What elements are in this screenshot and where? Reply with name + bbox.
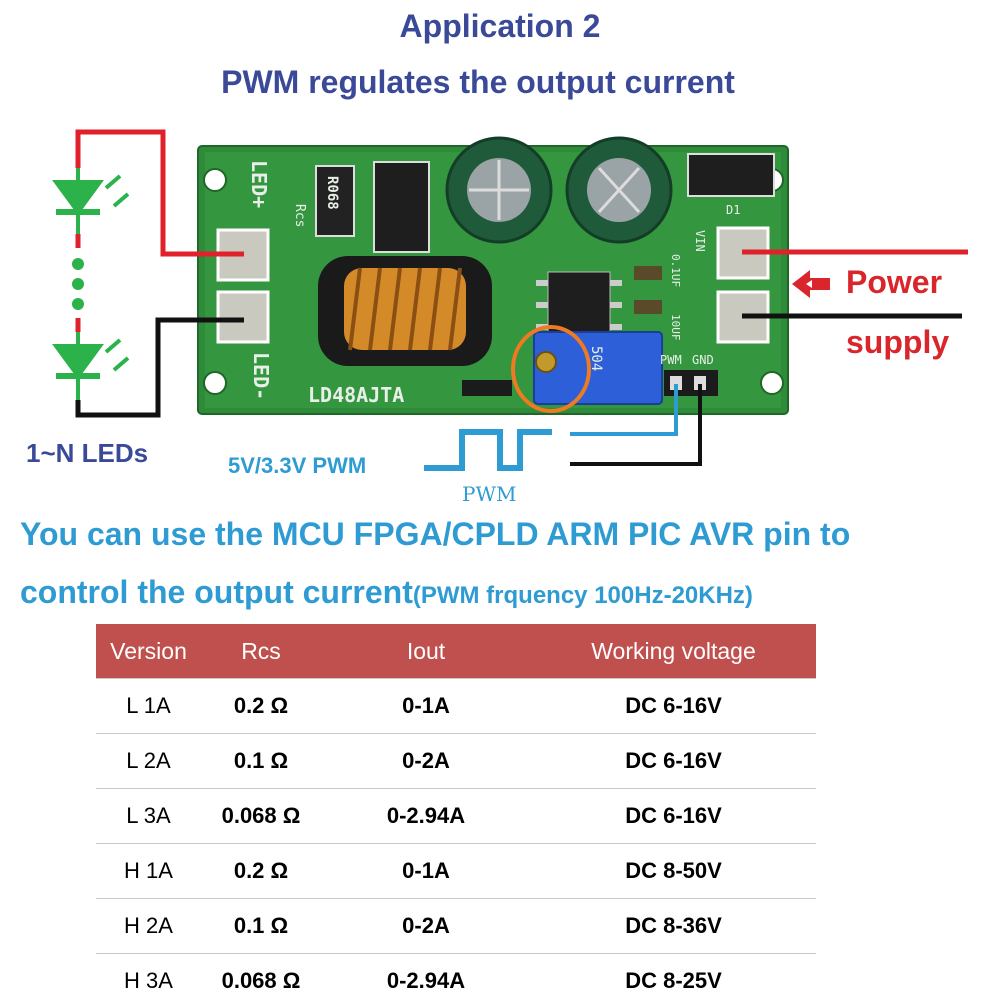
description-line-2-frequency: (PWM frquency 100Hz-20KHz) <box>413 582 753 609</box>
header-version: Version <box>96 624 201 679</box>
cell-iout: 0-2.94A <box>321 789 531 844</box>
board-vin-label: VIN <box>693 230 707 252</box>
table-row: H 1A 0.2 Ω 0-1A DC 8-50V <box>96 844 816 899</box>
power-arrow-icon <box>792 270 830 298</box>
pwm-wave-label: PWM <box>462 482 517 506</box>
cell-version: H 1A <box>96 844 201 899</box>
cell-iout: 0-1A <box>321 844 531 899</box>
cell-rcs: 0.1 Ω <box>201 899 321 954</box>
cell-voltage: DC 6-16V <box>531 789 816 844</box>
cell-version: L 3A <box>96 789 201 844</box>
cell-iout: 0-2A <box>321 899 531 954</box>
board-led-plus-label: LED+ <box>247 160 271 208</box>
board-model-label: LD48AJTA <box>308 383 404 407</box>
cell-voltage: DC 8-50V <box>531 844 816 899</box>
cell-voltage: DC 8-36V <box>531 899 816 954</box>
title-pwm-regulates: PWM regulates the output current <box>0 64 956 101</box>
led-chain-dots <box>72 258 84 310</box>
board-led-minus-label: LED- <box>249 352 273 400</box>
spec-table: Version Rcs Iout Working voltage L 1A 0.… <box>96 624 816 1008</box>
supply-label: supply <box>846 324 949 361</box>
cell-rcs: 0.2 Ω <box>201 679 321 734</box>
board-r068-label: R068 <box>324 176 340 210</box>
led-symbol-bottom <box>56 332 128 400</box>
cell-iout: 0-1A <box>321 679 531 734</box>
leds-label: 1~N LEDs <box>26 438 148 469</box>
cell-voltage: DC 6-16V <box>531 734 816 789</box>
cell-rcs: 0.068 Ω <box>201 789 321 844</box>
table-header-row: Version Rcs Iout Working voltage <box>96 624 816 679</box>
pwm-voltage-label: 5V/3.3V PWM <box>228 453 366 479</box>
table-row: H 2A 0.1 Ω 0-2A DC 8-36V <box>96 899 816 954</box>
board-d1-label: D1 <box>726 203 740 217</box>
table-row: L 2A 0.1 Ω 0-2A DC 6-16V <box>96 734 816 789</box>
board-cap1-label: 0.1UF <box>669 254 682 287</box>
table-row: L 3A 0.068 Ω 0-2.94A DC 6-16V <box>96 789 816 844</box>
led-symbol-top <box>56 168 128 234</box>
title-application: Application 2 <box>0 8 1000 45</box>
cell-version: L 1A <box>96 679 201 734</box>
cell-voltage: DC 6-16V <box>531 679 816 734</box>
cell-version: L 2A <box>96 734 201 789</box>
cell-rcs: 0.1 Ω <box>201 734 321 789</box>
header-working-voltage: Working voltage <box>531 624 816 679</box>
cell-rcs: 0.2 Ω <box>201 844 321 899</box>
cell-iout: 0-2A <box>321 734 531 789</box>
description-line-2-main: control the output current <box>20 574 413 610</box>
board-cap2-label: 10UF <box>669 314 682 341</box>
board-rcs-label: Rcs <box>292 204 307 227</box>
pwm-waveform <box>424 432 552 468</box>
table-row: L 1A 0.2 Ω 0-1A DC 6-16V <box>96 679 816 734</box>
header-iout: Iout <box>321 624 531 679</box>
header-rcs: Rcs <box>201 624 321 679</box>
power-label: Power <box>846 264 942 301</box>
board-pwm-label: PWM <box>660 353 682 367</box>
description-line-1: You can use the MCU FPGA/CPLD ARM PIC AV… <box>20 516 850 553</box>
description-line-2: control the output current(PWM frquency … <box>20 574 753 611</box>
pcb-board <box>198 138 788 414</box>
board-gnd-label: GND <box>692 353 714 367</box>
cell-version: H 2A <box>96 899 201 954</box>
